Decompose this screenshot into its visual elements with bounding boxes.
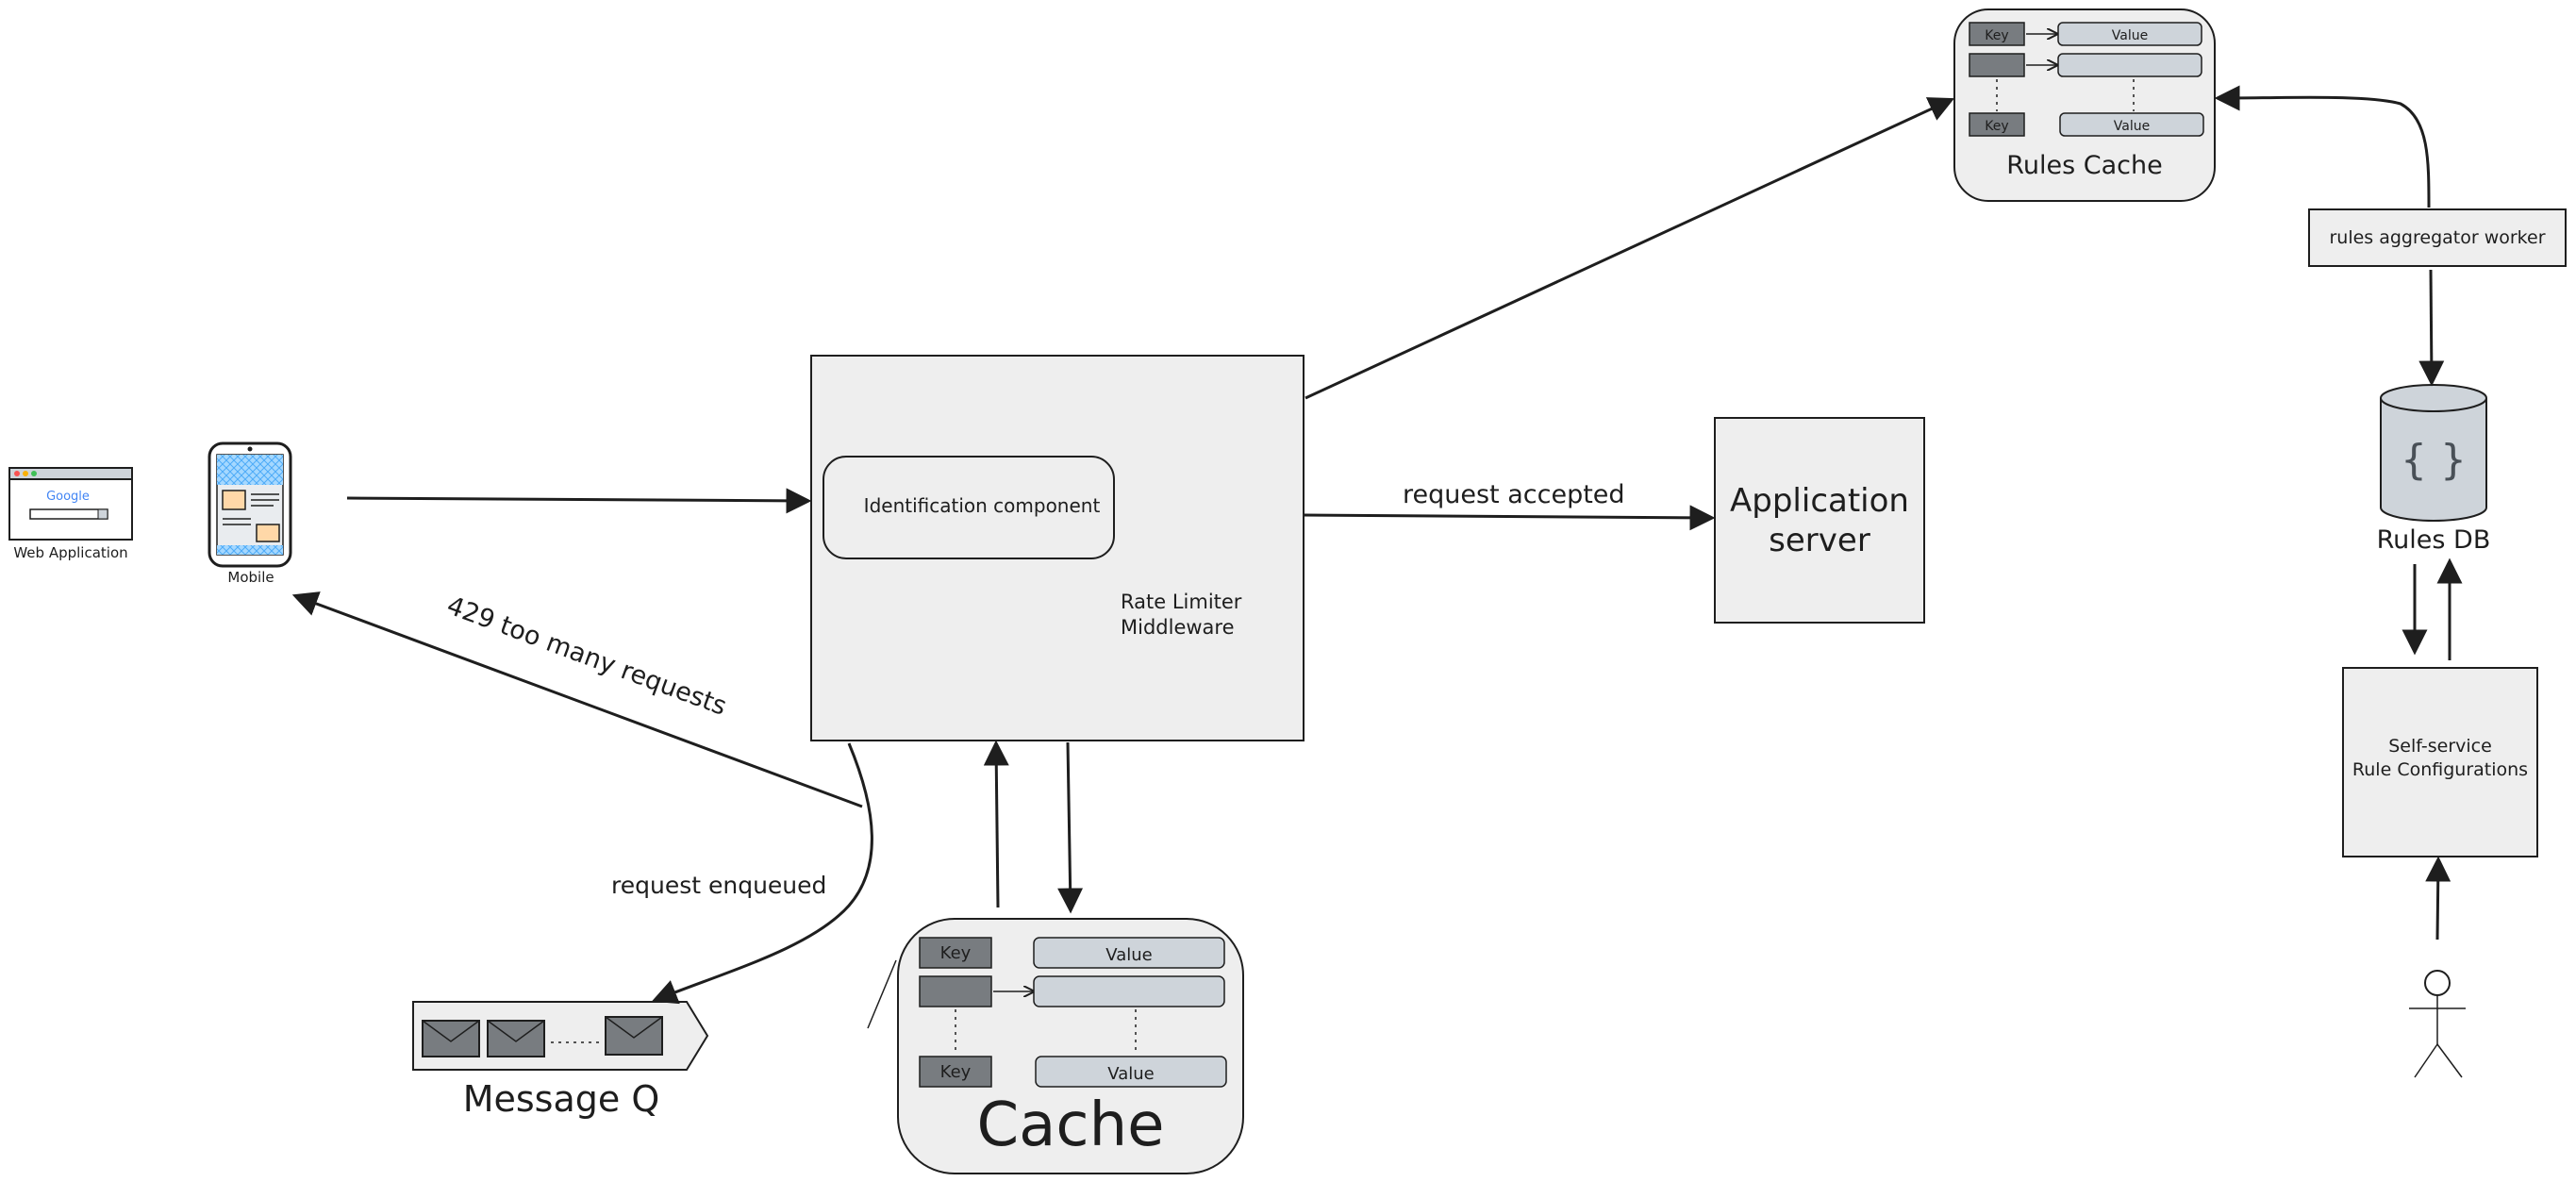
envelope-icon [422,1020,480,1057]
application-server-line1: Application [1730,482,1909,520]
middleware-label-line1: Rate Limiter [1121,591,1242,613]
rules-cache-node: Key Value Key Value Rules Cache [1953,8,2216,202]
rules-cache-key-3: Key [1985,119,2008,134]
cache-key-3: Key [940,1062,972,1082]
cache-node: Key Value Key Value Cache [897,918,1244,1174]
cache-key-cell-2 [919,975,992,1007]
worker-label: rules aggregator worker [2329,227,2545,248]
edge-middleware-to-rules-cache [1305,97,1955,400]
cache-key-cell-3 [919,1056,992,1088]
rules-cache-value-1: Value [2112,28,2148,43]
cache-key-cell-1 [919,937,992,969]
browser-icon: Google [8,467,133,541]
web-application-label: Web Application [13,544,127,561]
too-many-requests-label: 429 too many requests [443,591,731,722]
rules-db-label: Rules DB [2377,525,2491,555]
rules-cache-value-cell-3 [2059,112,2204,137]
cache-value-cell-3 [1035,1056,1227,1088]
rules-cache-key-1: Key [1985,28,2008,43]
edge-actor-to-self-service [2425,856,2451,941]
request-accepted-label: request accepted [1403,480,1625,509]
browser-logo-text: Google [46,490,90,504]
worker-box [2308,208,2567,267]
json-braces-icon: { } [2401,436,2467,484]
cache-label: Cache [976,1090,1164,1160]
mobile-node: Mobile [208,441,292,586]
cache-value-1: Value [1105,945,1152,965]
self-service-line2: Rule Configurations [2352,759,2528,780]
rules-aggregator-worker: rules aggregator worker [2308,208,2567,267]
cache-value-3: Value [1107,1064,1154,1084]
application-server-line2: server [1769,522,1870,559]
rules-cache-value-cell-1 [2057,22,2202,46]
rules-cache-key-cell-3 [1969,112,2025,137]
request-enqueued-label: request enqueued [611,872,826,899]
edge-middleware-to-cache [1057,741,1084,914]
mobile-label: Mobile [227,569,274,586]
edge-mobile-to-middleware [346,488,812,514]
rules-cache-value-3: Value [2114,119,2150,134]
application-server-box [1714,417,1925,624]
identification-component-label: Identification component [864,494,1101,517]
envelope-icon [605,1016,663,1056]
edge-cache-to-middleware [983,740,1009,908]
message-queue-node: Message Q [412,1001,709,1120]
envelope-icon [487,1020,545,1057]
message-queue-label: Message Q [463,1078,660,1120]
rules-cache-key-cell-1 [1969,22,2025,46]
edge-worker-to-rules-db [2418,269,2445,387]
edge-request-accepted: request accepted [1303,480,1716,531]
application-server: Application server [1714,417,1925,624]
edge-429-response: 429 too many requests [291,591,863,808]
rate-limiter-middleware: Identification component Rate Limiter Mi… [810,355,1305,741]
web-application-node: Google Web Application [8,467,133,561]
cache-value-cell-1 [1033,937,1225,969]
rules-cache-value-cell-2 [2057,53,2202,77]
self-service-config: Self-service Rule Configurations [2342,667,2538,857]
middleware-label-line2: Middleware [1121,616,1235,639]
self-service-line1: Self-service [2388,736,2492,757]
user-actor-icon [2409,970,2466,1078]
rules-db-node: { } Rules DB [2377,384,2491,555]
identification-component-box [823,456,1115,559]
rules-cache-key-cell-2 [1969,53,2025,77]
mobile-phone-icon [208,441,292,568]
rules-cache-label: Rules Cache [2006,151,2162,180]
cache-key-1: Key [940,943,972,963]
edge-request-enqueued: request enqueued [611,742,873,1005]
self-service-box [2342,667,2538,857]
edge-worker-to-rules-cache [2214,85,2431,208]
cache-value-cell-2 [1033,975,1225,1007]
cache-stray-stroke [867,959,897,1029]
database-icon [2380,384,2487,522]
